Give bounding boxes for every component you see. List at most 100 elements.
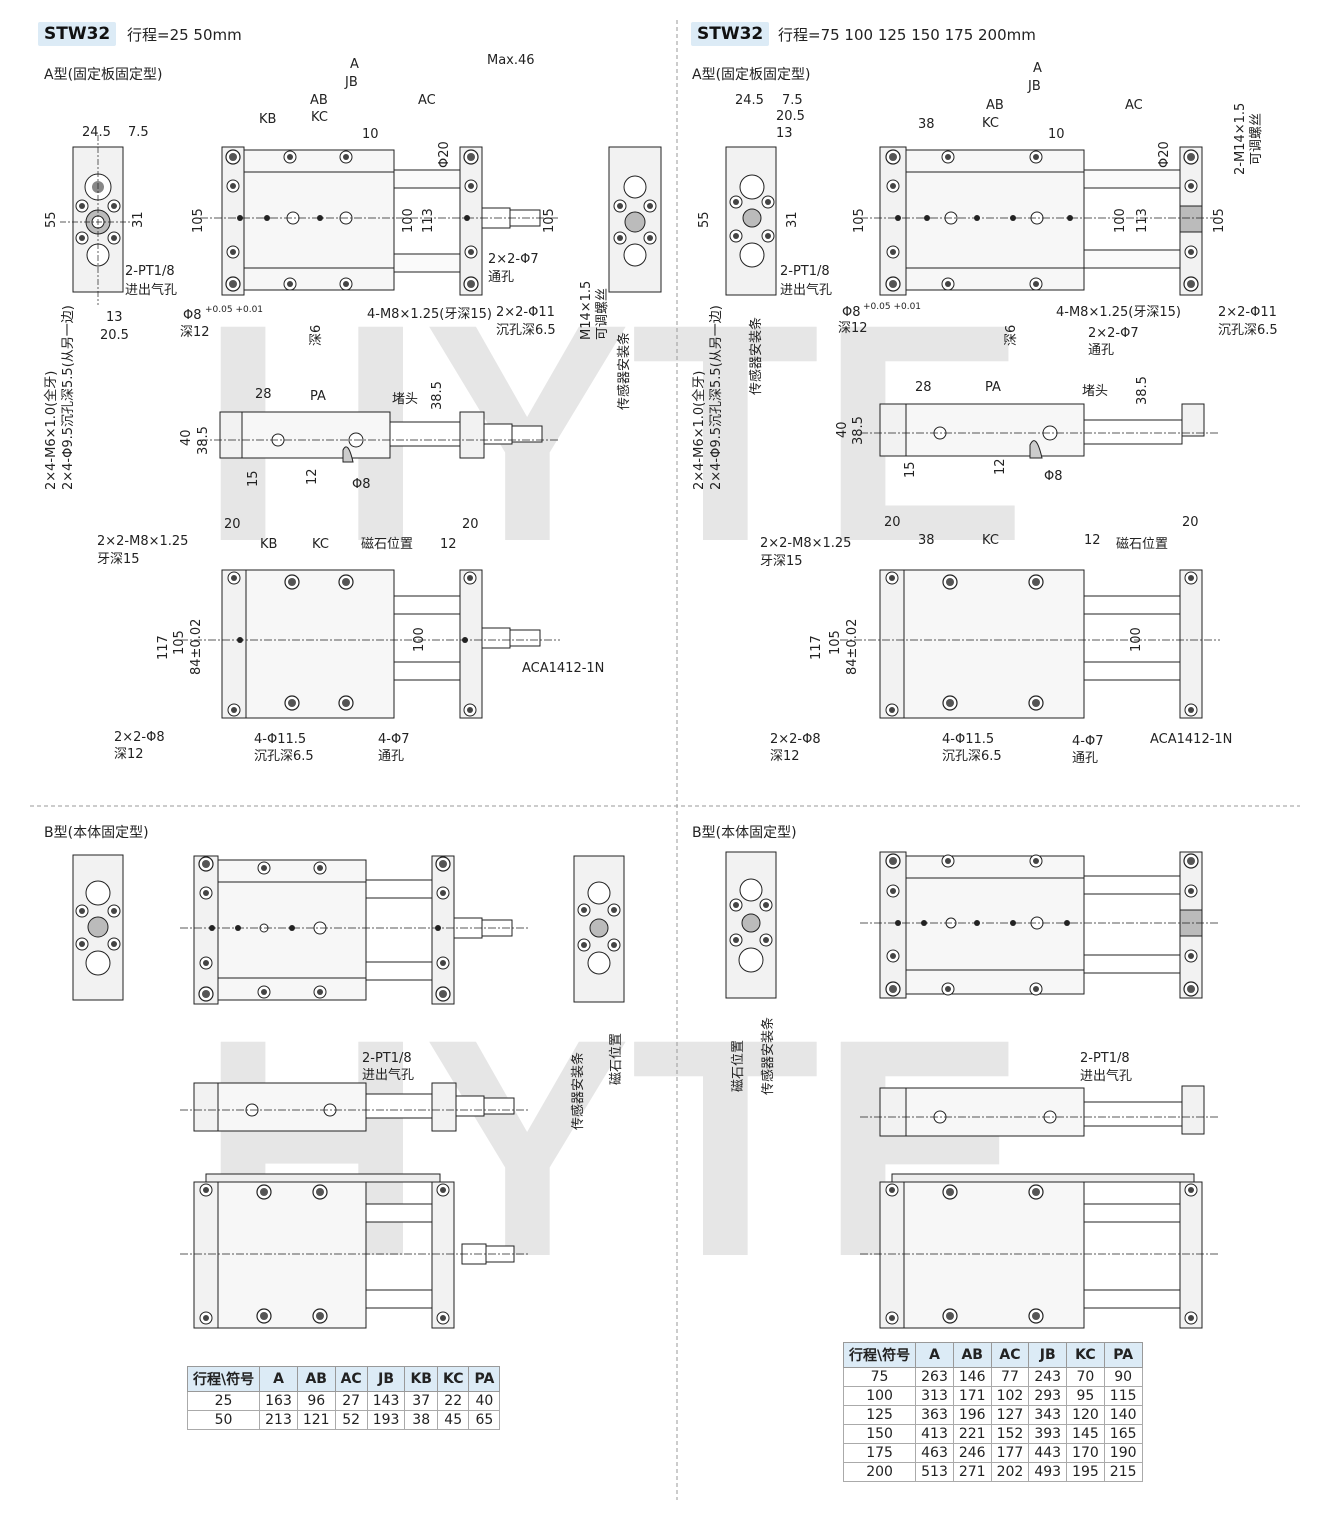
right-b-bottom-view xyxy=(860,1173,1220,1329)
table-cell: 77 xyxy=(990,1367,1030,1387)
right-a-end-view xyxy=(725,146,777,296)
label-through-r: 通孔 xyxy=(1088,343,1114,358)
table-header-cell: AC xyxy=(990,1342,1030,1368)
table-cell: 125 xyxy=(842,1405,917,1425)
label-deep12-r2: 深12 xyxy=(770,749,800,764)
table-cell: 175 xyxy=(842,1443,917,1463)
label-phi8: Φ8 xyxy=(183,308,202,323)
table-cell: 215 xyxy=(1103,1462,1143,1482)
label-magnet-rb: 磁石位置 xyxy=(731,1040,746,1092)
left-b-top-view xyxy=(180,855,530,1005)
dim-117: 117 xyxy=(156,635,171,660)
table-cell: 115 xyxy=(1103,1386,1143,1406)
label-phi8-r: Φ8 xyxy=(842,305,861,320)
dim-20-5: 20.5 xyxy=(100,328,129,343)
label-magnet-r: 磁石位置 xyxy=(1116,537,1168,552)
label-magnet: 磁石位置 xyxy=(361,537,413,552)
label-cb65-b: 沉孔深6.5 xyxy=(254,749,314,764)
label-phi8-tol-r: +0.05 +0.01 xyxy=(863,302,921,312)
table-header-cell: KC xyxy=(436,1366,470,1392)
dim-12-a: 12 xyxy=(305,468,320,485)
label-m14-2: 2-M14×1.5 xyxy=(1233,103,1248,175)
label-pt18-b: 2-PT1/8 xyxy=(362,1051,412,1066)
table-cell: 121 xyxy=(296,1410,336,1430)
dim-AC-r: AC xyxy=(1125,98,1143,113)
dim-24-5-r: 24.5 xyxy=(735,93,764,108)
table-cell: 177 xyxy=(990,1443,1030,1463)
label-pt18-r: 2-PT1/8 xyxy=(780,264,830,279)
dim-38-r: 38 xyxy=(918,117,935,132)
dim-84-r: 84±0.02 xyxy=(845,619,860,675)
dim-PA: PA xyxy=(310,389,326,404)
table-cell: 40 xyxy=(468,1391,501,1411)
label-deep6-r: 深6 xyxy=(1004,325,1019,346)
dim-100-b: 100 xyxy=(412,627,427,652)
table-cell: 443 xyxy=(1028,1443,1068,1463)
dim-KB-b: KB xyxy=(260,537,277,552)
table-cell: 140 xyxy=(1103,1405,1143,1425)
table-cell: 393 xyxy=(1028,1424,1068,1444)
right-type-b-title: B型(本体固定型) xyxy=(692,825,797,841)
dim-JB: JB xyxy=(344,75,358,90)
label-phi8-r2: Φ8 xyxy=(1044,469,1063,484)
dim-20-b: 20 xyxy=(462,517,479,532)
left-a-side-view xyxy=(200,411,560,463)
label-deep15: 牙深15 xyxy=(97,552,140,567)
left-b-side-view xyxy=(180,1082,530,1132)
label-m6-r: 2×4-M6×1.0(全牙) xyxy=(691,371,707,490)
dim-15-r: 15 xyxy=(903,461,918,478)
right-a-side-view xyxy=(860,403,1220,459)
table-cell: 363 xyxy=(915,1405,954,1425)
label-phi8-b: Φ8 xyxy=(352,477,371,492)
label-phi7: 2×2-Φ7 xyxy=(488,252,539,267)
table-cell: 271 xyxy=(952,1462,992,1482)
left-model-badge: STW32 xyxy=(38,22,117,46)
label-m8-4-r: 4-M8×1.25(牙深15) xyxy=(1056,305,1181,320)
table-header-cell: PA xyxy=(468,1366,501,1392)
label-aca: ACA1412-1N xyxy=(522,661,604,676)
table-cell: 463 xyxy=(915,1443,954,1463)
label-sensor-b: 传感器安装条 xyxy=(570,1052,586,1130)
table-header-cell: A xyxy=(259,1366,298,1392)
dim-55: 55 xyxy=(44,211,59,228)
label-pt18-rb: 2-PT1/8 xyxy=(1080,1051,1130,1066)
label-deep12-b: 深12 xyxy=(114,747,144,762)
table-cell: 165 xyxy=(1103,1424,1143,1444)
label-phi95: 2×4-Φ9.5沉孔深5.5(从另一边) xyxy=(61,305,76,490)
table-cell: 90 xyxy=(1103,1367,1143,1387)
table-header-cell: AB xyxy=(952,1342,992,1368)
dim-20-r1: 20 xyxy=(884,515,901,530)
dim-KC-r2: KC xyxy=(982,533,999,548)
label-through-r2: 通孔 xyxy=(1072,751,1098,766)
dim-AB-r: AB xyxy=(986,98,1004,113)
dim-105-a: 105 xyxy=(191,208,206,233)
dim-113-r: 113 xyxy=(1135,208,1150,233)
dim-KC-b: KC xyxy=(312,537,329,552)
dim-KC-r: KC xyxy=(982,116,999,131)
table-cell: 195 xyxy=(1066,1462,1105,1482)
table-cell: 221 xyxy=(952,1424,992,1444)
table-cell: 143 xyxy=(366,1391,406,1411)
table-cell: 513 xyxy=(915,1462,954,1482)
label-plug: 堵头 xyxy=(392,392,418,407)
table-header-cell: A xyxy=(915,1342,954,1368)
dim-100-r2: 100 xyxy=(1129,627,1144,652)
dim-12-r2: 12 xyxy=(1084,533,1101,548)
dim-100-r: 100 xyxy=(1113,208,1128,233)
table-cell: 70 xyxy=(1066,1367,1105,1387)
label-deep12-r: 深12 xyxy=(838,321,868,336)
label-through-b: 通孔 xyxy=(378,749,404,764)
table-cell: 193 xyxy=(366,1410,406,1430)
table-cell: 120 xyxy=(1066,1405,1105,1425)
table-cell: 263 xyxy=(915,1367,954,1387)
table-cell: 200 xyxy=(842,1462,917,1482)
label-aca-r: ACA1412-1N xyxy=(1150,732,1232,747)
right-b-side-view xyxy=(860,1085,1220,1137)
table-cell: 95 xyxy=(1066,1386,1105,1406)
left-a-end-view-right xyxy=(608,146,662,293)
dim-105-b: 105 xyxy=(542,208,557,233)
